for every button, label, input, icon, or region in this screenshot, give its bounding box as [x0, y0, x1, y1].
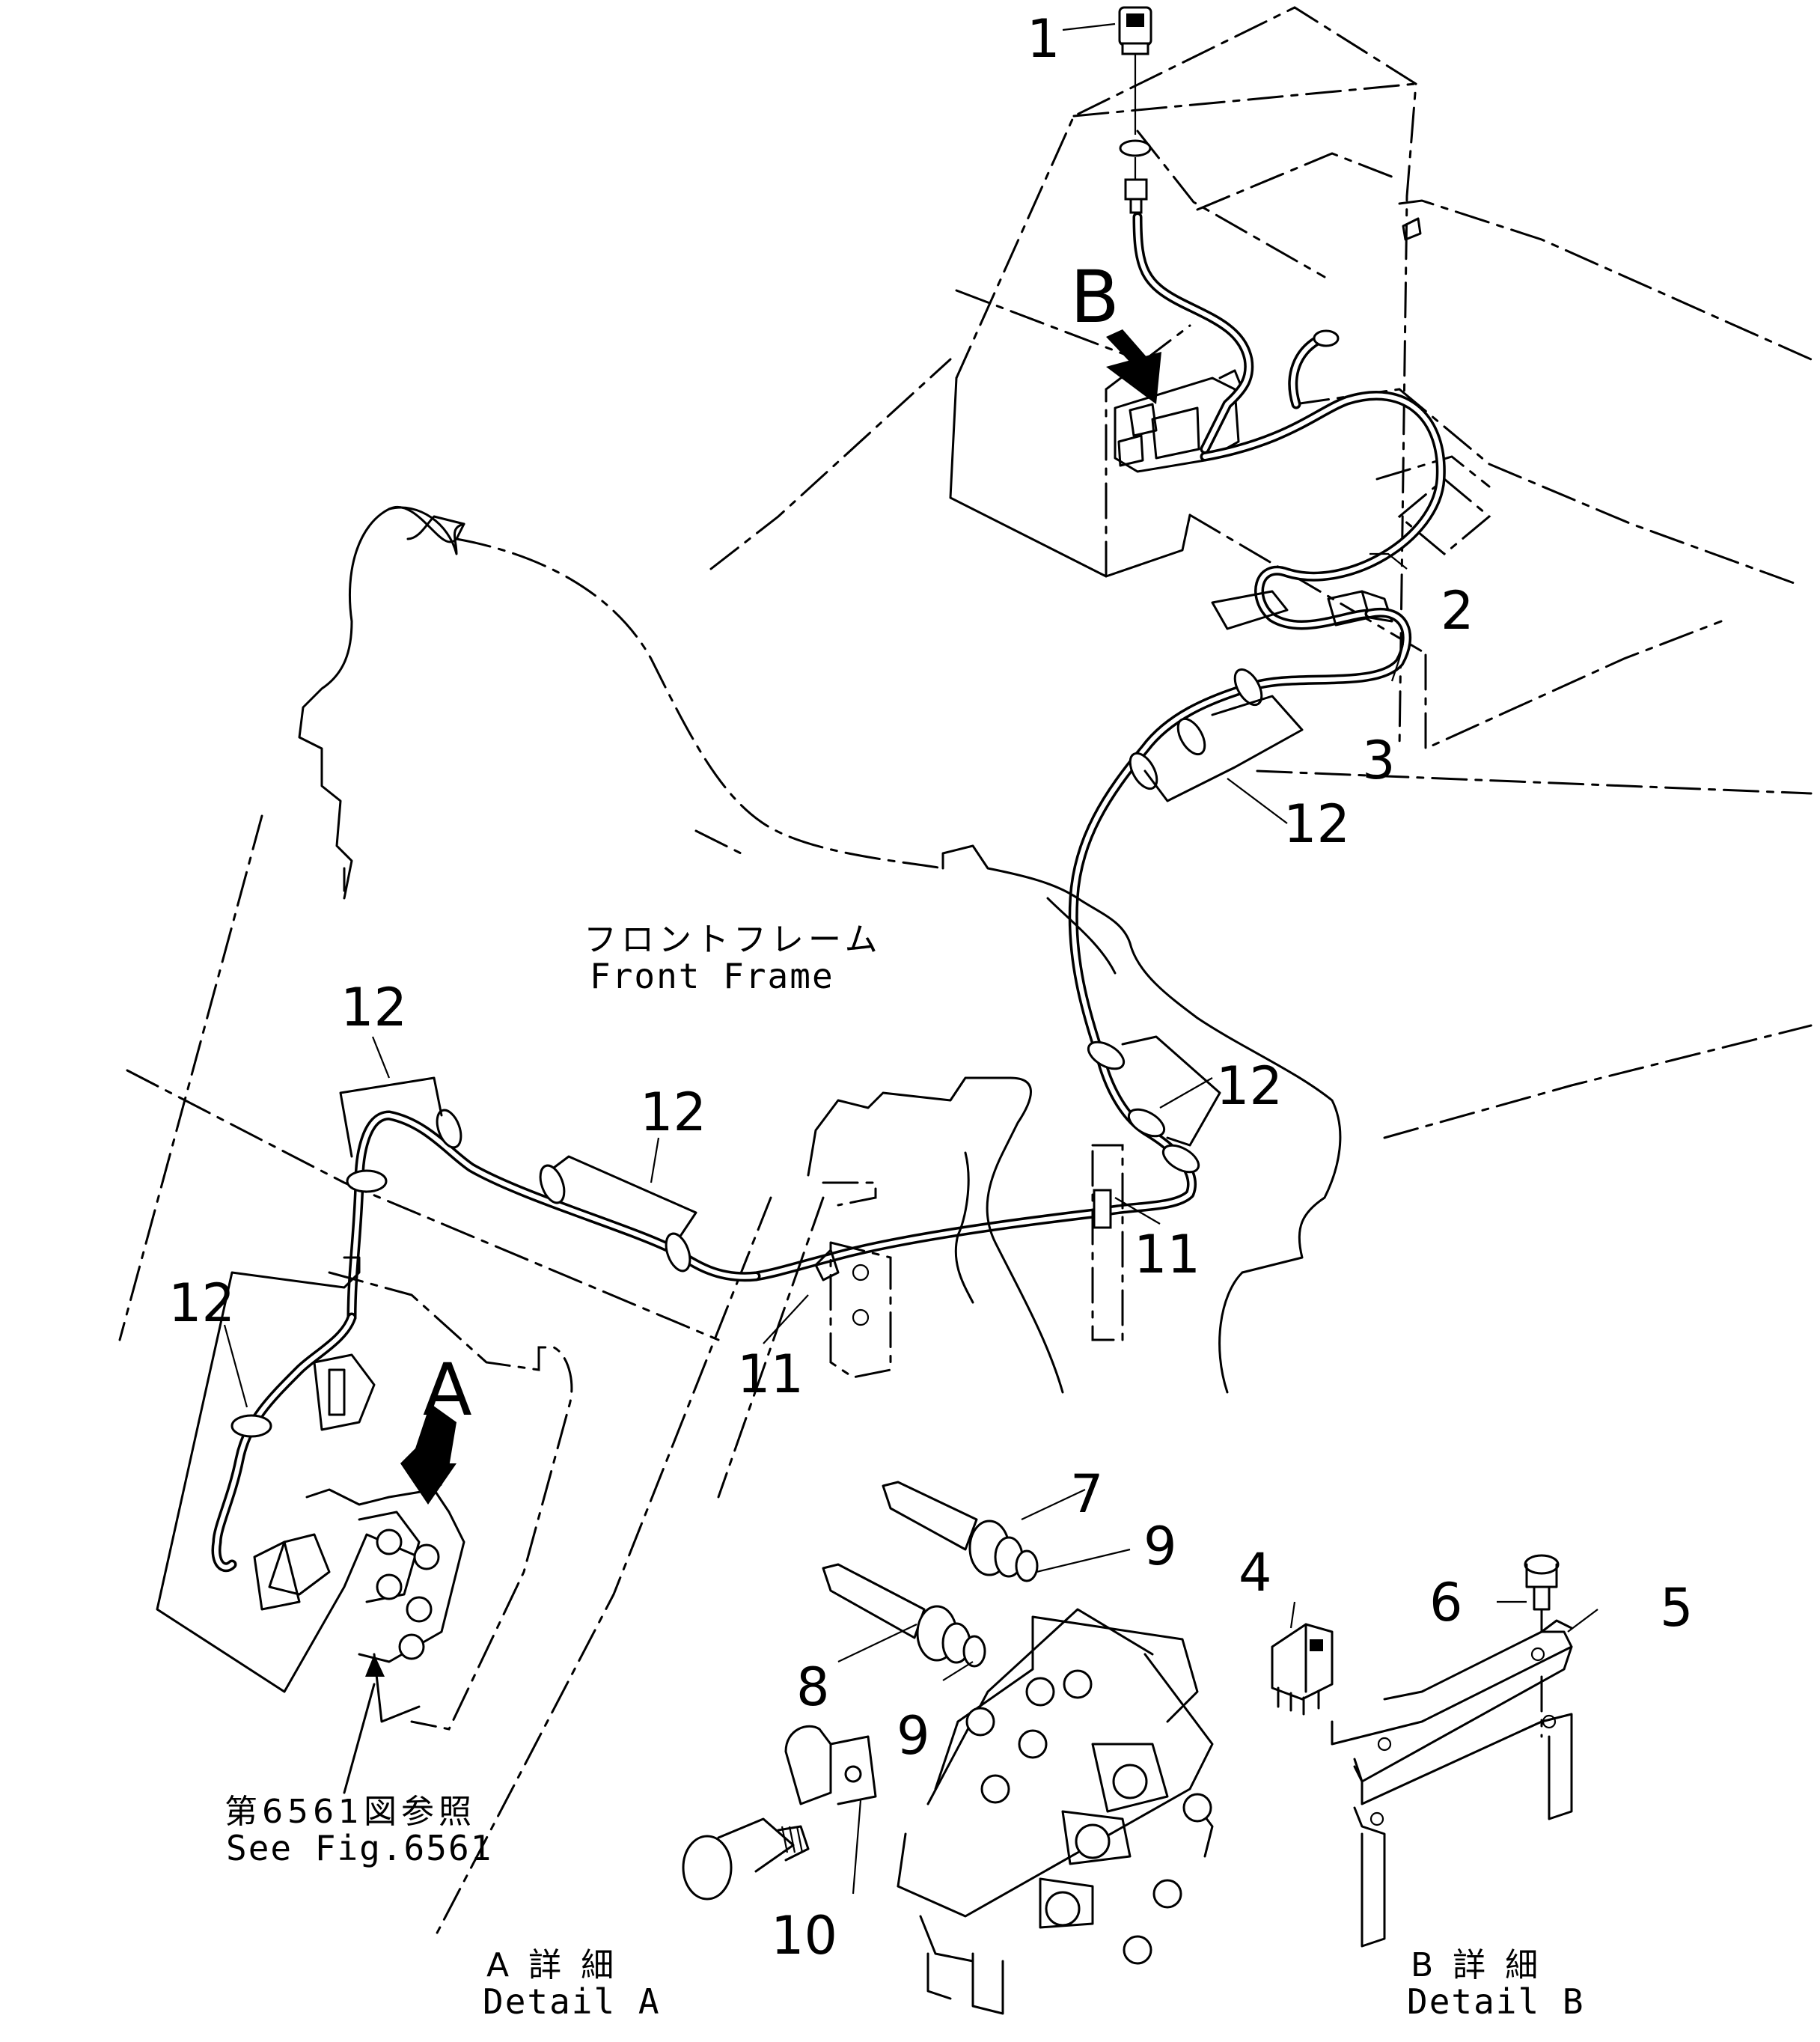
- callout-6: 6: [1429, 1572, 1463, 1633]
- see-fig-label-ja: 第6561図参照: [225, 1793, 476, 1831]
- see-fig-label-en: See Fig.6561: [226, 1828, 492, 1868]
- callout-11-left: 11: [737, 1344, 804, 1405]
- callout-7: 7: [1070, 1463, 1104, 1525]
- detail-b-label-en: Detail B: [1407, 1981, 1585, 2022]
- clamp-12-front-set: [230, 1076, 697, 1438]
- clamp-12-upper-set: [1129, 668, 1304, 802]
- sensor-8-icon: [822, 1563, 986, 1668]
- callout-9-upper: 9: [1143, 1516, 1177, 1577]
- cab-housing-outline: [949, 6, 1422, 750]
- view-arrow-b-icon: [1106, 329, 1161, 404]
- valve-block-view: [156, 1256, 573, 1731]
- bracket-11-right: [1091, 1144, 1124, 1341]
- harness-2-wire: [1132, 212, 1446, 630]
- clip-10-icon: [784, 1725, 877, 1805]
- bolt-10-icon: [682, 1817, 810, 1901]
- control-valve-icon: [897, 1608, 1214, 2015]
- view-arrow-a-icon: [400, 1404, 456, 1505]
- callout-5: 5: [1660, 1577, 1694, 1639]
- callout-4: 4: [1239, 1542, 1272, 1603]
- detail-a-label-ja: A 詳 細: [486, 1946, 618, 1984]
- detail-a-label-en: Detail A: [483, 1981, 661, 2022]
- callout-10: 10: [771, 1905, 837, 1966]
- clamp-12-middle-right-set: [1087, 1035, 1221, 1174]
- callout-9-lower: 9: [897, 1705, 930, 1767]
- leader-lines: [223, 22, 1598, 1895]
- harness-front-wire: [211, 1110, 761, 1573]
- front-frame-outline: [118, 358, 1342, 1940]
- bracket-5-icon: [1331, 1619, 1573, 1948]
- callout-11-right: 11: [1134, 1224, 1200, 1285]
- view-marker-a: A: [423, 1348, 472, 1432]
- relay-4-icon: [1271, 1623, 1334, 1716]
- detail-b-label-ja: B 詳 細: [1411, 1946, 1542, 1984]
- bracket-11-left: [814, 1181, 892, 1379]
- callout-8: 8: [796, 1657, 830, 1718]
- view-marker-b: B: [1070, 255, 1120, 339]
- sensor-1-icon: [1118, 6, 1152, 214]
- callout-3: 3: [1362, 730, 1396, 791]
- callout-12-top-left: 12: [341, 977, 407, 1038]
- front-frame-label-ja: フロントフレーム: [584, 921, 882, 959]
- see-fig-arrow-icon: [343, 1654, 385, 1794]
- callout-labels: 1 2 3 4 5 6 7 8 9 9 10 11 11 12 12 12 12…: [168, 8, 1694, 2022]
- callout-2: 2: [1441, 580, 1474, 641]
- frame-right-outline: [1188, 199, 1813, 1139]
- callout-12-mid-right: 12: [1216, 1055, 1283, 1117]
- callout-1: 1: [1027, 8, 1060, 70]
- sensor-7-icon: [882, 1481, 1039, 1582]
- front-frame-label-en: Front Frame: [590, 956, 834, 996]
- callout-12-center: 12: [640, 1082, 706, 1143]
- callout-12-upper-right: 12: [1283, 793, 1350, 855]
- bolt-6-icon: [1524, 1554, 1560, 1633]
- callout-12-lower-left: 12: [168, 1273, 235, 1334]
